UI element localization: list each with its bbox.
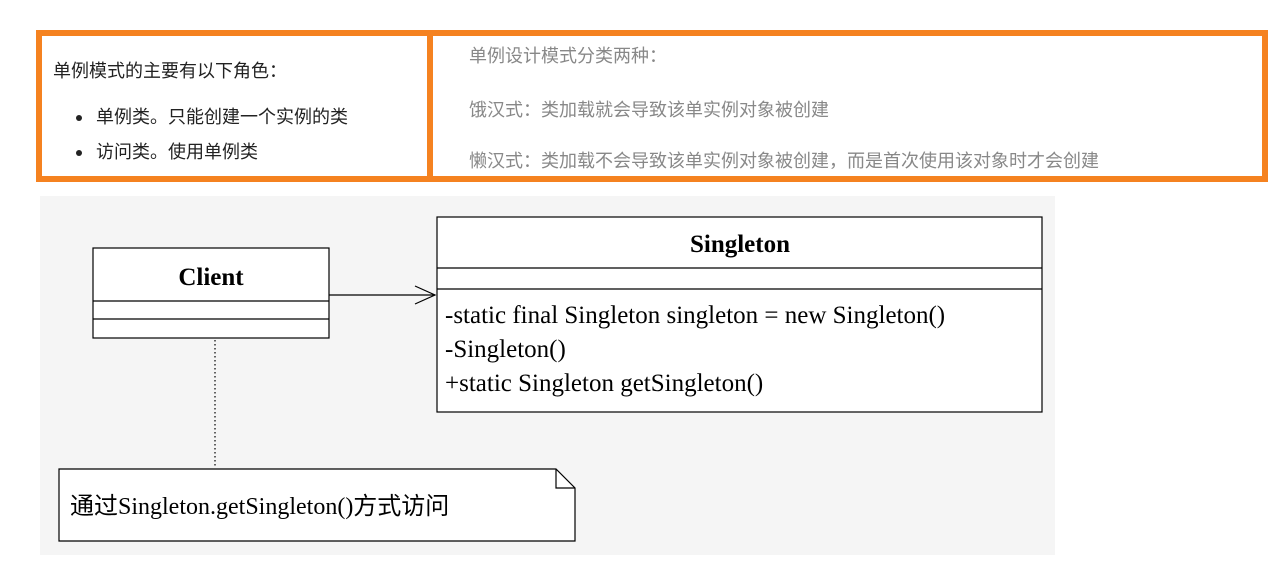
- lazy-style-text: 懒汉式：类加载不会导致该单实例对象被创建，而是首次使用该对象时才会创建: [469, 151, 1099, 172]
- bullet-icon: [76, 150, 82, 156]
- client-class-name: Client: [178, 264, 244, 291]
- uml-diagram: Client Singleton -static final Singleton…: [40, 196, 1055, 555]
- uml-canvas: Client Singleton -static final Singleton…: [58, 216, 1043, 542]
- roles-panel: 单例模式的主要有以下角色： 单例类。只能创建一个实例的类 访问类。使用单例类: [36, 30, 435, 182]
- singleton-member-constructor: -Singleton(): [445, 336, 566, 363]
- singleton-member-field: -static final Singleton singleton = new …: [445, 302, 945, 329]
- list-item: 单例类。只能创建一个实例的类: [74, 104, 348, 139]
- association-arrow: [329, 285, 437, 305]
- types-panel: 单例设计模式分类两种： 饿汉式：类加载就会导致该单实例对象被创建 懒汉式：类加载…: [427, 30, 1268, 182]
- hungry-style-text: 饿汉式：类加载就会导致该单实例对象被创建: [469, 100, 829, 121]
- roles-heading: 单例模式的主要有以下角色：: [53, 61, 287, 82]
- singleton-class-name: Singleton: [690, 231, 790, 258]
- list-item: 访问类。使用单例类: [74, 139, 348, 174]
- bullet-icon: [76, 115, 82, 121]
- note-text: 通过Singleton.getSingleton()方式访问: [70, 493, 449, 520]
- types-heading: 单例设计模式分类两种：: [469, 46, 667, 67]
- singleton-class-box: Singleton -static final Singleton single…: [436, 216, 1043, 413]
- singleton-member-method: +static Singleton getSingleton(): [445, 370, 763, 397]
- role-access-class: 访问类。使用单例类: [96, 142, 258, 163]
- role-singleton-class: 单例类。只能创建一个实例的类: [96, 107, 348, 128]
- note-box: 通过Singleton.getSingleton()方式访问: [58, 468, 576, 542]
- roles-list: 单例类。只能创建一个实例的类 访问类。使用单例类: [74, 104, 348, 174]
- client-class-box: Client: [92, 247, 330, 339]
